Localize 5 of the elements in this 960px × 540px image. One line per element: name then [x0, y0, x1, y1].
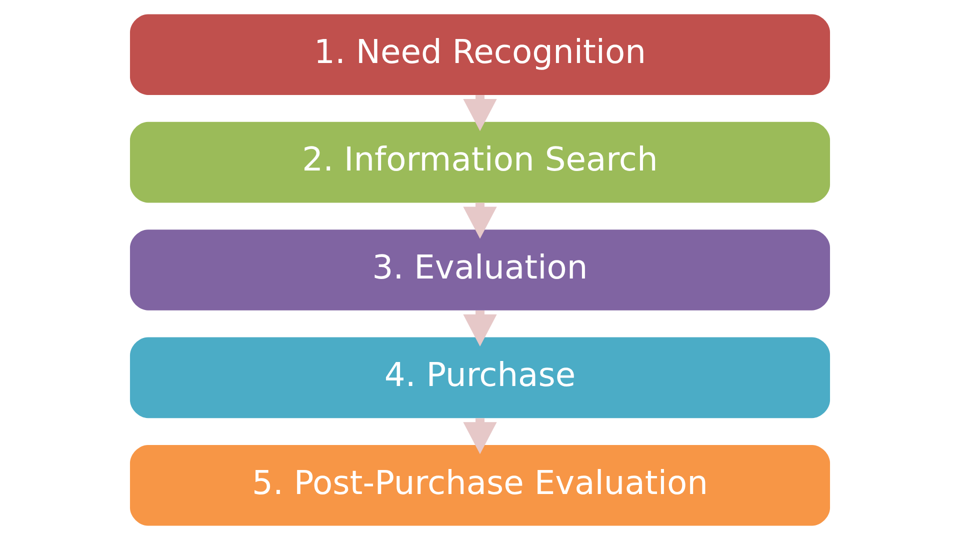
node-box: 3. Evaluation	[130, 230, 830, 310]
node-box: 4. Purchase	[130, 337, 830, 418]
node-box: 2. Information Search	[130, 122, 830, 203]
node-box: 1. Need Recognition	[130, 14, 830, 95]
node-box: 5. Post-Purchase Evaluation	[130, 445, 830, 526]
